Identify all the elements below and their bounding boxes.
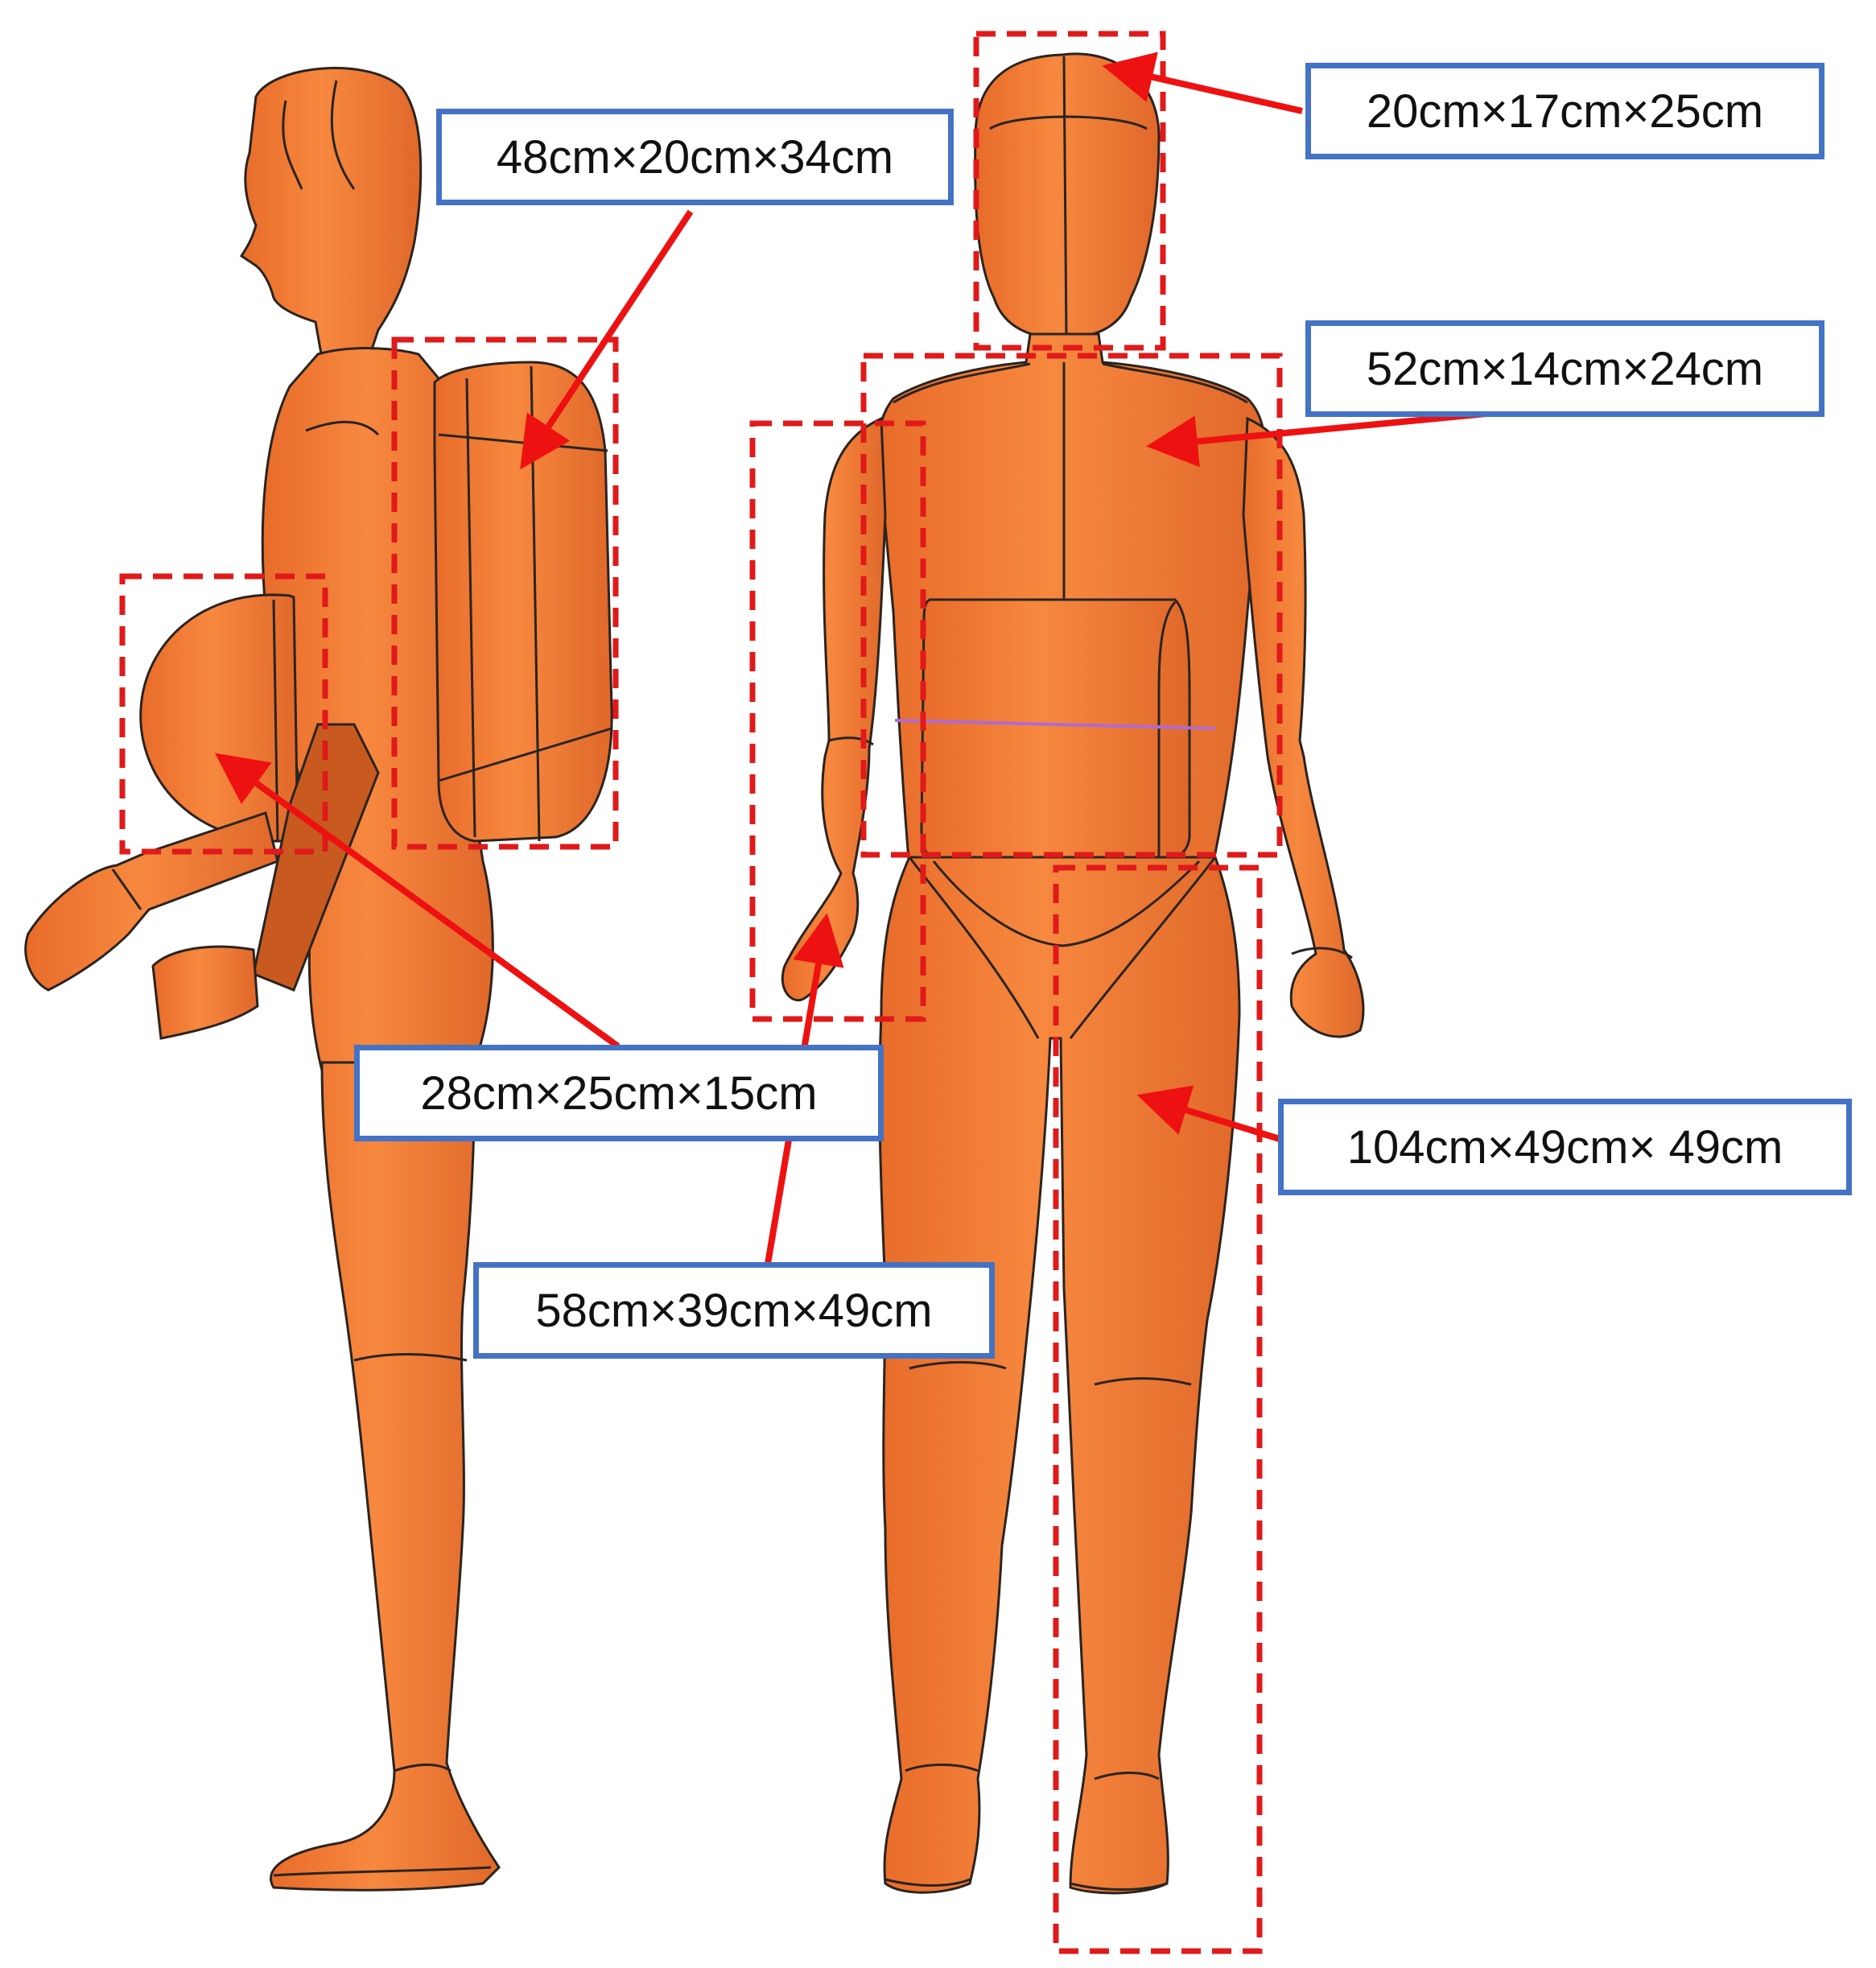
- leg-region: [1053, 864, 1263, 1954]
- label-torso-text: 52cm×14cm×24cm: [1366, 342, 1764, 395]
- label-arm: 58cm×39cm×49cm: [473, 1262, 995, 1359]
- arrow-leg: [1136, 1085, 1281, 1142]
- side-view-figure: [24, 67, 613, 1892]
- front-legs: [878, 856, 1241, 1895]
- side-arm-forward: [24, 811, 279, 992]
- label-backpack: 48cm×20cm×34cm: [436, 109, 954, 205]
- bounding-regions: [119, 31, 1283, 1954]
- label-torso: 52cm×14cm×24cm: [1305, 320, 1824, 417]
- head-region: [973, 31, 1166, 351]
- label-front-pack-text: 28cm×25cm×15cm: [420, 1067, 818, 1120]
- front-arm-left: [781, 416, 887, 1001]
- backpack-region: [391, 336, 619, 850]
- label-leg: 104cm×49cm× 49cm: [1278, 1099, 1852, 1195]
- side-backpack-shape: [433, 361, 613, 843]
- front-view-figure: [781, 52, 1365, 1895]
- label-head: 20cm×17cm×25cm: [1305, 63, 1824, 159]
- label-arm-text: 58cm×39cm×49cm: [535, 1284, 933, 1337]
- side-legs: [270, 1061, 501, 1892]
- arrow-front-pack: [215, 753, 621, 1050]
- front-arm-right: [1242, 416, 1365, 1038]
- front-chest-pack-shape: [920, 598, 1191, 863]
- arrow-head: [1102, 52, 1303, 114]
- front-pack-region: [119, 573, 328, 855]
- arrow-backpack: [520, 209, 694, 470]
- label-head-text: 20cm×17cm×25cm: [1366, 85, 1764, 138]
- label-front-pack: 28cm×25cm×15cm: [354, 1045, 884, 1141]
- label-backpack-text: 48cm×20cm×34cm: [496, 130, 894, 184]
- label-leg-text: 104cm×49cm× 49cm: [1346, 1120, 1783, 1174]
- arm-region: [749, 420, 926, 1022]
- side-head: [239, 67, 423, 360]
